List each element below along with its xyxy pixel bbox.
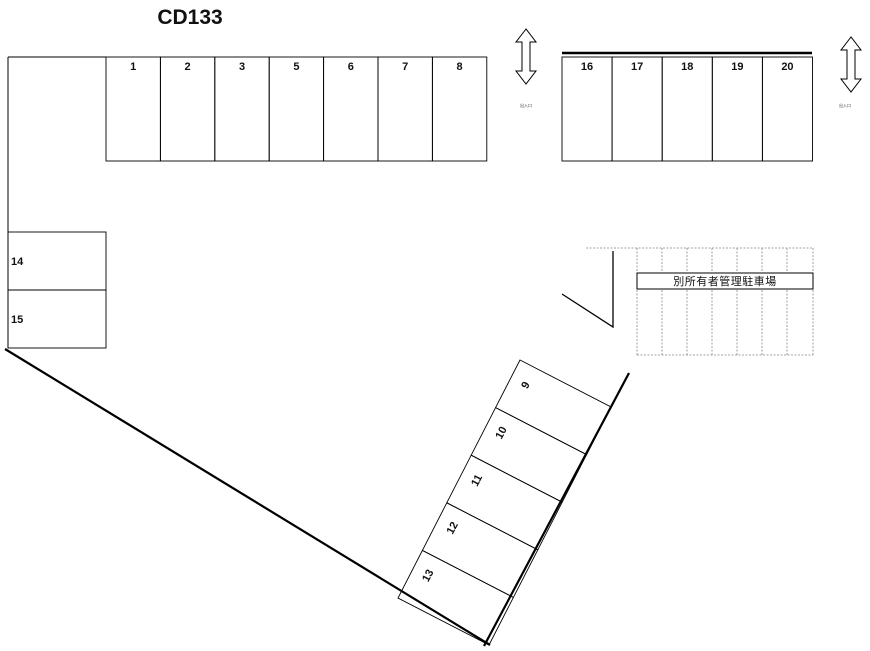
- up-down-arrow-icon: [514, 28, 538, 85]
- left-spaces: 14 15: [7, 231, 107, 349]
- parking-space: 5: [268, 56, 325, 162]
- other-lot-label: 別所有者管理駐車場: [673, 274, 777, 288]
- entrance-label: 出入口: [839, 102, 851, 108]
- parking-space: 8: [431, 56, 488, 162]
- parking-space: 18: [661, 56, 713, 162]
- space-number: 2: [185, 61, 191, 73]
- parking-space: 13: [397, 549, 515, 646]
- space-number: 7: [402, 61, 408, 73]
- entrance-label: 出入口: [520, 102, 532, 108]
- space-number: 17: [631, 61, 643, 73]
- diagonal-spaces: 9 10 11 12 13: [397, 359, 612, 646]
- other-owner-parking: 別所有者管理駐車場: [561, 247, 814, 356]
- parking-space: 6: [323, 56, 379, 162]
- entrance-arrow-left: 出入口: [514, 28, 538, 108]
- parking-space: 11: [446, 454, 563, 551]
- top-row-spaces: 1 2 3 5 6 7 8: [105, 56, 488, 162]
- space-number: 20: [781, 61, 793, 73]
- lot-boundary: [4, 51, 812, 647]
- parking-space: 12: [421, 502, 539, 599]
- space-number: 18: [681, 61, 693, 73]
- space-number: 11: [469, 473, 485, 489]
- parking-space: 16: [561, 56, 613, 162]
- parking-space: 7: [377, 56, 433, 162]
- space-number: 15: [11, 314, 23, 326]
- parking-space: 3: [214, 56, 270, 162]
- space-number: 1: [130, 61, 136, 73]
- parking-space: 20: [761, 56, 813, 162]
- space-number: 8: [457, 61, 463, 73]
- parking-space: 9: [494, 359, 612, 456]
- space-number: 10: [493, 425, 509, 441]
- space-number: 14: [11, 256, 24, 268]
- space-number: 9: [519, 380, 532, 391]
- space-number: 19: [731, 61, 743, 73]
- lot-title: CD133: [157, 6, 223, 29]
- space-number: 6: [348, 61, 354, 73]
- space-number: 3: [239, 61, 245, 73]
- parking-space: 14: [7, 231, 107, 291]
- space-number: 13: [420, 568, 436, 584]
- parking-space: 1: [105, 56, 161, 162]
- parking-space: 15: [7, 289, 107, 349]
- right-row-spaces: 16 17 18 19 20: [561, 56, 813, 162]
- space-number: 5: [293, 61, 299, 73]
- parking-space: 10: [470, 406, 588, 503]
- entrance-arrow-right: 出入口: [839, 36, 863, 108]
- space-number: 12: [445, 520, 461, 536]
- parking-space: 19: [711, 56, 763, 162]
- up-down-arrow-icon: [839, 36, 863, 93]
- space-number: 16: [581, 61, 593, 73]
- parking-space: 17: [611, 56, 663, 162]
- parking-space: 2: [159, 56, 216, 162]
